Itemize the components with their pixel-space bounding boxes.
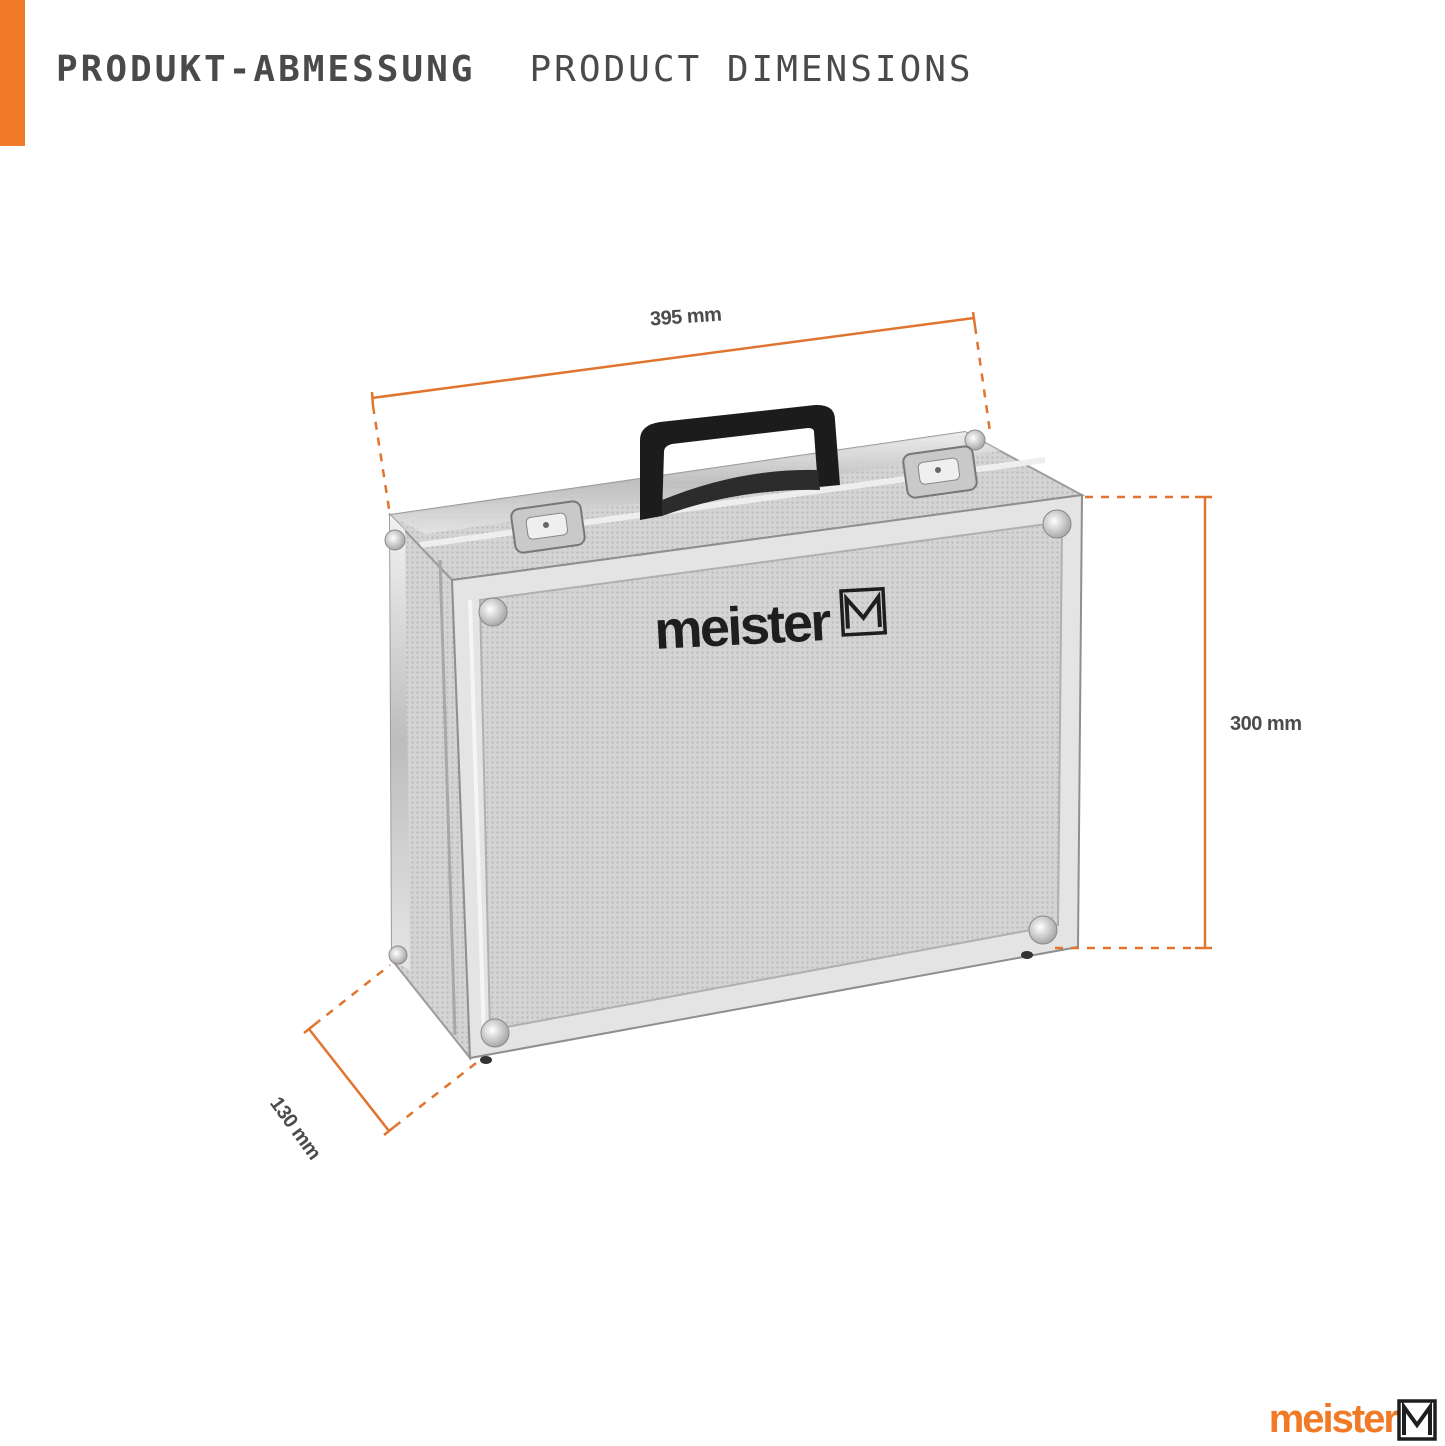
handle-icon[interactable] [640,404,840,520]
footer-brand-text: meister [1268,1397,1399,1441]
case-logo-icon [839,586,888,637]
dimension-lines [303,311,1212,1136]
corner-top-left [478,597,508,627]
footer-logo: meister [1269,1397,1437,1442]
case-brand-text: meister [652,591,831,662]
case-front [450,493,1084,1060]
width-dimension-line [371,316,975,400]
case-corners [384,429,1072,1064]
corner-bottom-left [480,1018,510,1048]
depth-dimension-line [308,1028,390,1132]
accent-bar [0,0,25,146]
height-label: 300 mm [1230,713,1302,735]
title-german: PRODUKT-ABMESSUNG [56,48,476,90]
corner-bottom-right [1028,915,1058,945]
case-side [388,512,472,1062]
title-english: PRODUCT DIMENSIONS [529,48,974,90]
latch-left-icon[interactable] [510,500,586,554]
latch-right-icon[interactable] [902,445,978,499]
crown-logo-icon [1397,1398,1437,1441]
corner-top-right [1042,509,1072,539]
page-header: PRODUKT-ABMESSUNG PRODUCT DIMENSIONS [56,44,974,94]
